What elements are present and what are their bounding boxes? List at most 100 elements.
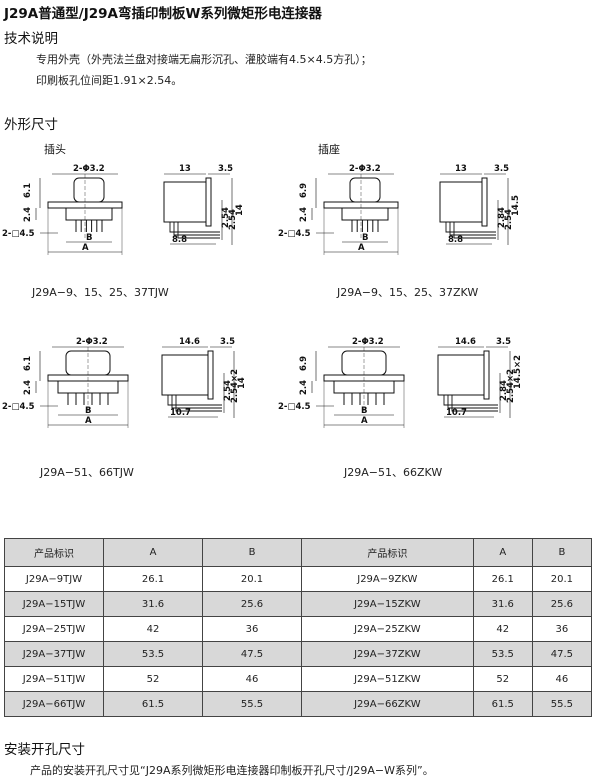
table-cell: 42 — [472, 616, 533, 642]
tech-heading: 技术说明 — [4, 31, 58, 47]
pitch-label: 2.54 — [221, 207, 231, 228]
height-dim-label: 2.4 — [23, 207, 33, 222]
tech-line-2: 印刷板孔位间距1.91×2.54。 — [36, 74, 183, 87]
dim-a-label: A — [82, 243, 89, 253]
hole-dim-label: 2-Φ3.2 — [352, 337, 384, 347]
dim-b-label: B — [361, 406, 367, 416]
side-height-label: 14 — [235, 204, 245, 216]
table-cell: 61.5 — [103, 691, 203, 717]
square-hole-label: 2-□4.5 — [2, 402, 35, 412]
header-cell: B — [202, 538, 302, 567]
table-cell: 55.5 — [531, 691, 593, 717]
table-cell: J29A−9TJW — [4, 566, 104, 592]
side-thickness-label: 3.5 — [494, 164, 509, 174]
table-cell: 46 — [202, 666, 302, 692]
table-cell: 53.5 — [103, 641, 203, 667]
table-cell: 20.1 — [202, 566, 302, 592]
hole-dim-label: 2-Φ3.2 — [73, 164, 105, 174]
hole-dim-label: 2-Φ3.2 — [76, 337, 108, 347]
side-width-label: 13 — [179, 164, 191, 174]
square-hole-label: 2-□4.5 — [278, 229, 311, 239]
table-cell: 25.6 — [202, 591, 302, 617]
table-cell: 53.5 — [472, 641, 533, 667]
height-dim-label: 6.9 — [299, 356, 309, 371]
side-bottom-label: 8.8 — [448, 235, 463, 245]
pitch-label: 2.54 — [228, 209, 238, 230]
side-bottom-label: 10.7 — [446, 408, 467, 418]
table-cell: 47.5 — [202, 641, 302, 667]
table-header-row: 产品标识 A B 产品标识 A B — [4, 538, 593, 567]
caption-tjw-small: J29A−9、15、25、37TJW — [32, 286, 169, 299]
side-height-label: 14.5 — [511, 195, 521, 216]
plug-label: 插头 — [44, 143, 66, 156]
side-width-label: 14.6 — [455, 337, 476, 347]
table-cell: 52 — [472, 666, 533, 692]
dim-a-label: A — [361, 416, 368, 426]
side-height-label: 14 — [237, 377, 247, 389]
table-cell: 25.6 — [531, 591, 593, 617]
tech-line-1: 专用外壳（外壳法兰盘对接端无扁形沉孔、灌胶端有4.5×4.5方孔）； — [36, 53, 372, 66]
header-cell: B — [531, 538, 593, 567]
table-cell: J29A−25TJW — [4, 616, 104, 642]
dim-a-label: A — [358, 243, 365, 253]
table-cell: J29A−66TJW — [4, 691, 104, 717]
caption-zkw-small: J29A−9、15、25、37ZKW — [337, 286, 479, 299]
side-thickness-label: 3.5 — [220, 337, 235, 347]
height-dim-label: 2.4 — [299, 380, 309, 395]
table-cell: J29A−37TJW — [4, 641, 104, 667]
pitch-label: 2.84 — [499, 380, 509, 401]
table-cell: 42 — [103, 616, 203, 642]
dim-b-label: B — [86, 233, 92, 243]
install-text: 产品的安装开孔尺寸见“J29A系列微矩形电连接器印制板开孔尺寸/J29A−W系列… — [30, 764, 434, 777]
table-cell: J29A−51ZKW — [301, 666, 474, 692]
height-dim-label: 6.1 — [23, 183, 33, 198]
pitch-label: 2.54 — [223, 380, 233, 401]
table-cell: 47.5 — [531, 641, 593, 667]
height-dim-label: 6.9 — [299, 183, 309, 198]
side-thickness-label: 3.5 — [496, 337, 511, 347]
hole-dim-label: 2-Φ3.2 — [349, 164, 381, 174]
dim-b-label: B — [85, 406, 91, 416]
table-cell: J29A−25ZKW — [301, 616, 474, 642]
header-cell: A — [103, 538, 203, 567]
side-bottom-label: 8.8 — [172, 235, 187, 245]
caption-zkw-large: J29A−51、66ZKW — [344, 466, 443, 479]
height-dim-label: 2.4 — [299, 207, 309, 222]
height-dim-label: 6.1 — [23, 356, 33, 371]
table-cell: 52 — [103, 666, 203, 692]
table-cell: 55.5 — [202, 691, 302, 717]
table-cell: J29A−37ZKW — [301, 641, 474, 667]
pitch-label: 2.54×2 — [230, 369, 240, 403]
caption-tjw-large: J29A−51、66TJW — [40, 466, 134, 479]
header-cell: A — [472, 538, 533, 567]
pitch-label: 2.54×2 — [506, 369, 516, 403]
square-hole-label: 2-□4.5 — [2, 229, 35, 239]
pitch-label: 2.84 — [497, 207, 507, 228]
table-cell: 20.1 — [531, 566, 593, 592]
header-cell: 产品标识 — [4, 538, 104, 567]
table-cell: J29A−15TJW — [4, 591, 104, 617]
table-cell: 31.6 — [472, 591, 533, 617]
dim-b-label: B — [362, 233, 368, 243]
dim-a-label: A — [85, 416, 92, 426]
table-cell: 26.1 — [472, 566, 533, 592]
table-cell: J29A−9ZKW — [301, 566, 474, 592]
height-dim-label: 2.4 — [23, 380, 33, 395]
page-title: J29A普通型/J29A弯插印制板W系列微矩形电连接器 — [4, 6, 322, 22]
table-cell: 46 — [531, 666, 593, 692]
side-width-label: 14.6 — [179, 337, 200, 347]
